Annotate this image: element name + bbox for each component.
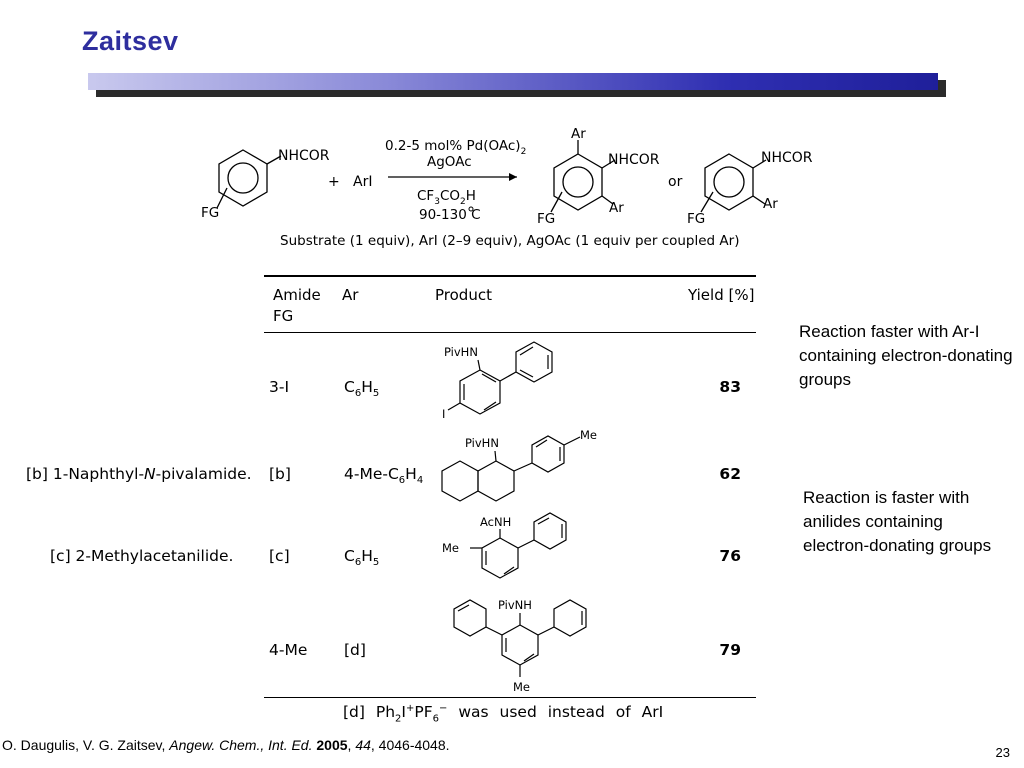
table-header-rule (264, 332, 756, 333)
row1-iodo: I (442, 407, 445, 421)
reactant-ring (216, 149, 282, 209)
footnote-d: [d] Ph2I+PF6− was used instead of ArI (343, 703, 664, 725)
row2-ar: 4-Me-C6H4 (344, 465, 424, 487)
row3-yield: 76 (719, 547, 741, 565)
header-amide: Amide (273, 286, 321, 304)
header-fg: FG (273, 307, 294, 325)
row3-ar: C6H5 (344, 547, 380, 569)
product2-fg: FG (687, 211, 705, 227)
header-amide-fg: Amide FG (273, 285, 321, 327)
side-note-2: Reaction is faster with anilides contain… (803, 488, 992, 555)
row1-ar: C6H5 (344, 378, 380, 400)
plus-sign: + (328, 174, 340, 190)
product1-ar-bottom: Ar (609, 200, 624, 216)
side-note-1: Reaction faster with Ar-I containing ele… (799, 322, 1013, 389)
row4-yield: 79 (719, 641, 741, 659)
arrow-agoac: AgOAc (427, 154, 472, 170)
arrow-temperature: 90-130 C (419, 207, 481, 223)
row2-yield: 62 (719, 465, 741, 483)
product2-nhcor: NHCOR (761, 150, 813, 166)
product2-ring (700, 153, 767, 213)
product1-ring (550, 140, 616, 213)
citation: O. Daugulis, V. G. Zaitsev, Angew. Chem.… (2, 737, 450, 753)
row3-fg: [c] (269, 547, 290, 565)
row2-me: Me (580, 428, 597, 442)
product1-nhcor: NHCOR (608, 152, 660, 168)
row3-acnh: AcNH (480, 515, 511, 529)
arrow-catalyst: 0.2-5 mol% Pd(OAc)2 (385, 138, 526, 157)
or-text: or (668, 174, 683, 190)
title-bar (88, 73, 938, 90)
reaction-conditions: Substrate (1 equiv), ArI (2–9 equiv), Ag… (280, 233, 740, 249)
row4-fg: 4-Me (269, 641, 308, 659)
row1-product-structure: PivHN I (442, 341, 553, 421)
table-bottom-rule (264, 697, 756, 698)
row3-product-structure: AcNH Me (442, 512, 567, 579)
note-b: [b] 1-Naphthyl-N-pivalamide. (26, 465, 252, 483)
reactant-fg: FG (201, 205, 219, 221)
note-c: [c] 2-Methylacetanilide. (50, 547, 234, 565)
reaction-scheme: NHCOR FG + ArI 0.2-5 mol% Pd(OAc)2 AgOAc… (201, 126, 813, 227)
row4-product-structure: PivNH Me (453, 598, 587, 694)
product1-fg: FG (537, 211, 555, 227)
row4-pivnh: PivNH (498, 598, 532, 612)
product2-ar: Ar (763, 196, 778, 212)
reagent-ari: ArI (353, 174, 372, 190)
row1-yield: 83 (719, 378, 741, 396)
reactant-nhcor: NHCOR (278, 148, 330, 164)
row1-pivhn: PivHN (444, 345, 478, 359)
degree-sign (468, 206, 474, 212)
arrow-solvent: CF3CO2H (417, 188, 476, 207)
header-product: Product (435, 286, 492, 304)
slide-title: Zaitsev (82, 26, 179, 56)
row2-product-structure: PivHN Me (441, 428, 597, 502)
row4-ar: [d] (344, 641, 366, 659)
row2-pivhn: PivHN (465, 436, 499, 450)
page-number: 23 (995, 745, 1010, 760)
row3-me: Me (442, 541, 459, 555)
row1-fg: 3-I (269, 378, 290, 396)
reaction-arrowhead (509, 173, 517, 181)
table-top-rule (264, 275, 756, 277)
header-yield: Yield [%] (688, 286, 755, 304)
product1-ar-top: Ar (571, 126, 586, 142)
header-ar: Ar (342, 286, 359, 304)
row2-fg: [b] (269, 465, 291, 483)
row4-me: Me (513, 680, 530, 694)
